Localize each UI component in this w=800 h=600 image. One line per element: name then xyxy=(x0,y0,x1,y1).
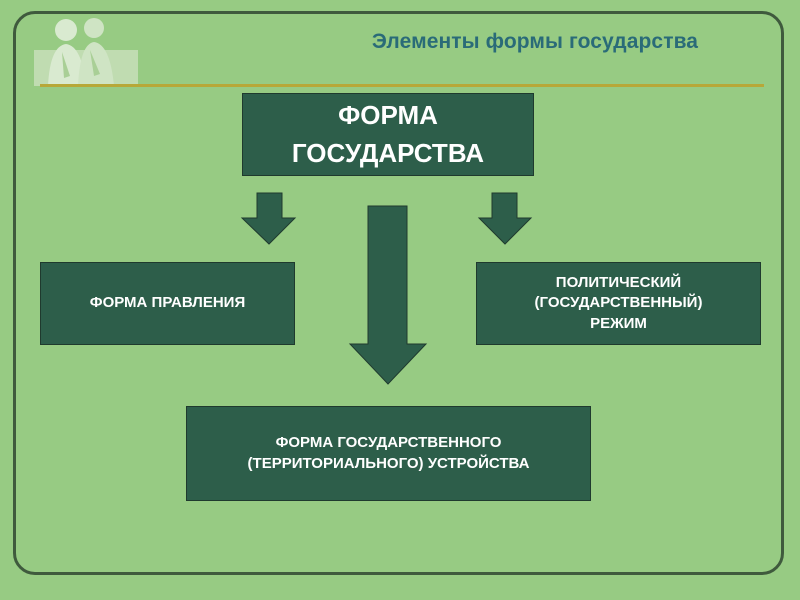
title-underline xyxy=(40,84,764,87)
political-regime-box: ПОЛИТИЧЕСКИЙ (ГОСУДАРСТВЕННЫЙ) РЕЖИМ xyxy=(476,262,761,345)
form-of-government-label: ФОРМА ПРАВЛЕНИЯ xyxy=(89,294,246,312)
form-of-state-box: ФОРМА ГОСУДАРСТВА xyxy=(242,93,534,176)
people-silhouette-icon xyxy=(34,18,138,86)
form-of-state-line2: ГОСУДАРСТВА xyxy=(291,137,485,168)
political-regime-line2: (ГОСУДАРСТВЕННЫЙ) xyxy=(534,294,703,312)
territorial-structure-line2: (ТЕРРИТОРИАЛЬНОГО) УСТРОЙСТВА xyxy=(247,454,530,472)
territorial-structure-line1: ФОРМА ГОСУДАРСТВЕННОГО xyxy=(275,434,502,452)
form-of-government-box: ФОРМА ПРАВЛЕНИЯ xyxy=(40,262,295,345)
arrow-right-down xyxy=(477,192,533,245)
arrow-center-down xyxy=(348,205,428,385)
arrow-left-down xyxy=(240,192,297,245)
slide-frame xyxy=(13,11,784,575)
form-of-state-line1: ФОРМА xyxy=(338,99,438,130)
page-title: Элементы формы государства xyxy=(371,30,699,53)
political-regime-line3: РЕЖИМ xyxy=(590,314,647,332)
political-regime-line1: ПОЛИТИЧЕСКИЙ xyxy=(555,274,682,292)
territorial-structure-box: ФОРМА ГОСУДАРСТВЕННОГО (ТЕРРИТОРИАЛЬНОГО… xyxy=(186,406,591,501)
